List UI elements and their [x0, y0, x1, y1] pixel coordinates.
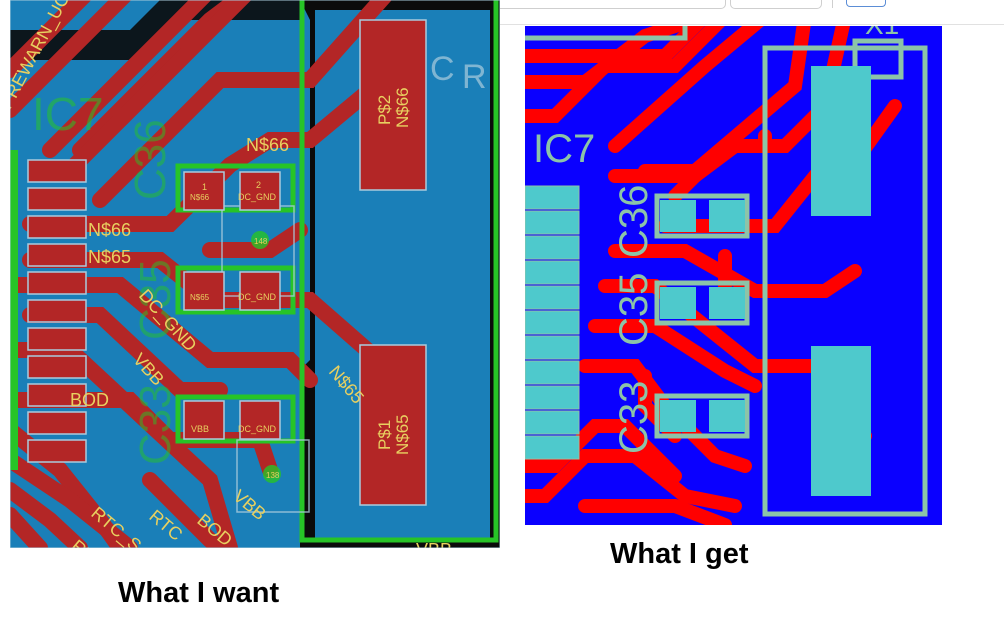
label-ps1: P$1	[375, 420, 394, 450]
crystal-pad-2	[359, 19, 427, 191]
label-r: R	[462, 58, 487, 96]
crystal-pad-1	[359, 344, 427, 506]
pad-number-1: 1	[202, 182, 207, 192]
label-ps2: P$2	[375, 95, 394, 125]
crystal-pad-bottom	[811, 346, 871, 496]
desired-pcb-svg: IC7 PREWARN_UC C36 C35 C33 N$66 N$66 N$6…	[10, 0, 500, 548]
via-label-1: 148	[254, 237, 268, 246]
via-label-2: 138	[266, 471, 280, 480]
outline-left-edge	[10, 150, 18, 470]
actual-pcb-image: IC7 C36 C35 C33 X1	[525, 26, 942, 525]
pad-label-n66: N$66	[190, 193, 210, 202]
pad-number-2: 2	[256, 180, 261, 190]
pad-label-dcgnd-2: DC_GND	[238, 292, 277, 302]
ic7-pads	[27, 159, 87, 463]
toolbar-input[interactable]	[484, 0, 726, 9]
label-n66-pad: N$66	[393, 87, 412, 128]
copper-pour	[315, 10, 490, 540]
ic7-pads-right	[525, 185, 580, 460]
pad-label-dcgnd-3: DC_GND	[238, 424, 277, 434]
label-ic7-right: IC7	[533, 127, 595, 171]
label-x1-right: X1	[865, 26, 899, 40]
label-c35-right: C35	[612, 273, 656, 346]
toolbar-dropdown[interactable]	[730, 0, 822, 9]
actual-pcb-svg: IC7 C36 C35 C33 X1	[525, 26, 942, 525]
label-n65-left: N$65	[88, 247, 131, 267]
crystal-pad-top	[811, 66, 871, 216]
label-n65-pad: N$65	[393, 414, 412, 455]
label-ic7: IC7	[32, 88, 104, 140]
toolbar-button[interactable]	[846, 0, 886, 7]
caption-what-i-want: What I want	[118, 577, 280, 609]
pad-label-dcgnd-1: DC_GND	[238, 192, 277, 202]
left-labels: IC7 PREWARN_UC C36 C35 C33 N$66 N$66 N$6…	[10, 0, 487, 548]
label-n66-left: N$66	[88, 220, 131, 240]
capacitor-pads-right	[660, 200, 745, 432]
label-c35: C35	[131, 259, 180, 340]
label-vbb-bottom: VBB	[416, 540, 452, 548]
toolbar-strip	[472, 0, 1004, 25]
label-bod: BOD	[70, 390, 109, 410]
desired-pcb-image: IC7 PREWARN_UC C36 C35 C33 N$66 N$66 N$6…	[10, 0, 500, 548]
label-c: C	[430, 50, 455, 88]
capacitor-pads	[183, 171, 281, 440]
label-c36-right: C36	[612, 185, 656, 258]
label-c33: C33	[131, 384, 180, 465]
label-n66-top: N$66	[246, 135, 289, 155]
toolbar-separator	[832, 0, 833, 8]
label-c36: C36	[126, 119, 175, 200]
pad-label-vbb: VBB	[191, 424, 209, 434]
caption-what-i-get: What I get	[610, 538, 749, 570]
board-outline	[175, 0, 499, 543]
pad-label-n65: N$65	[190, 293, 210, 302]
component-outlines	[525, 26, 928, 517]
right-labels: IC7 C36 C35 C33 X1	[533, 26, 899, 454]
label-c33-right: C33	[612, 381, 656, 454]
